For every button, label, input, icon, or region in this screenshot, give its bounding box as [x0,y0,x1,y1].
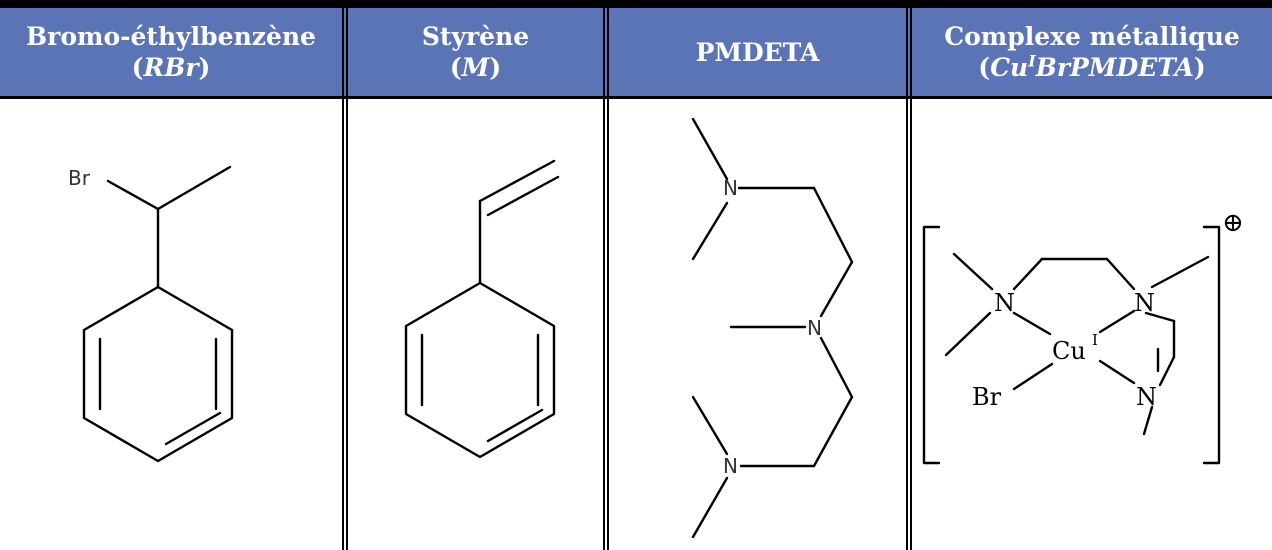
header-title: Complexe métallique [944,22,1240,51]
bond [156,165,232,211]
benzene-ring [82,285,234,463]
bond [691,117,729,181]
header-cell-pmdeta: PMDETA [609,8,906,96]
nitrogen-label: N [723,454,738,478]
structure-cu-complex: N N N Cu I Br ⊕ [912,99,1272,550]
positive-charge-icon: ⊕ [1222,208,1244,238]
header-title: Styrène [421,22,530,51]
bond [1012,257,1044,291]
column-divider [342,8,348,550]
right-bracket [1202,225,1221,465]
coordination-bond [1012,362,1054,391]
coordination-bond [1012,311,1052,336]
column-divider [603,8,609,550]
structure-styrene [348,99,603,550]
bond [819,260,854,318]
header-title: PMDETA [695,37,820,67]
bond [478,159,556,203]
bond [691,476,729,539]
bond [106,179,160,211]
bond [1150,255,1210,289]
header-title: Bromo-éthylbenzène [26,22,316,51]
bond [1142,405,1154,436]
header-symbol: (M) [449,53,502,82]
coordination-bond [1098,309,1136,334]
header-cell-metal-complex: Complexe métallique (CuIBrPMDETA) [912,8,1272,96]
bond [812,395,854,468]
header-cell-bromoethylbenzene: Bromo-éthylbenzène (RBr) [0,8,342,96]
bromoethylbenzene-structure: Br [68,165,234,463]
left-bracket [922,225,941,465]
structure-bromoethylbenzene: Br [0,99,342,550]
table-header: Bromo-éthylbenzène (RBr) Styrène (M) PMD… [0,8,1272,96]
copper-label: Cu [1052,337,1086,365]
bond [819,336,854,399]
header-cell-styrene: Styrène (M) [348,8,603,96]
nitrogen-label: N [1136,383,1157,411]
double-bond [486,175,560,217]
benzene-ring [404,281,556,459]
header-bottom-border [0,96,1272,99]
bond [1158,355,1176,387]
table-top-border [0,0,1272,8]
nitrogen-label: N [994,289,1015,317]
styrene-structure [404,159,560,459]
bond [952,252,994,291]
bond [1105,257,1136,291]
pmdeta-structure: N N N [691,117,854,539]
nitrogen-label: N [1134,289,1155,317]
coordination-bond [1098,359,1136,385]
bond [812,186,854,264]
header-symbol: (RBr) [131,53,211,82]
cu-complex-structure: N N N Cu I Br ⊕ [922,208,1244,465]
structure-pmdeta: N N N [609,99,906,550]
bond [691,395,729,456]
nitrogen-label: N [807,316,822,340]
bromine-label: Br [972,383,1002,411]
bond [944,311,992,357]
bond [691,201,729,261]
copper-oxidation-state: I [1092,331,1098,349]
bond [1144,311,1176,323]
double-bond [164,411,222,446]
header-symbol: (CuIBrPMDETA) [978,51,1206,82]
double-bond [486,408,544,443]
bromine-label: Br [68,166,91,190]
column-divider [906,8,912,550]
nitrogen-label: N [723,176,738,200]
